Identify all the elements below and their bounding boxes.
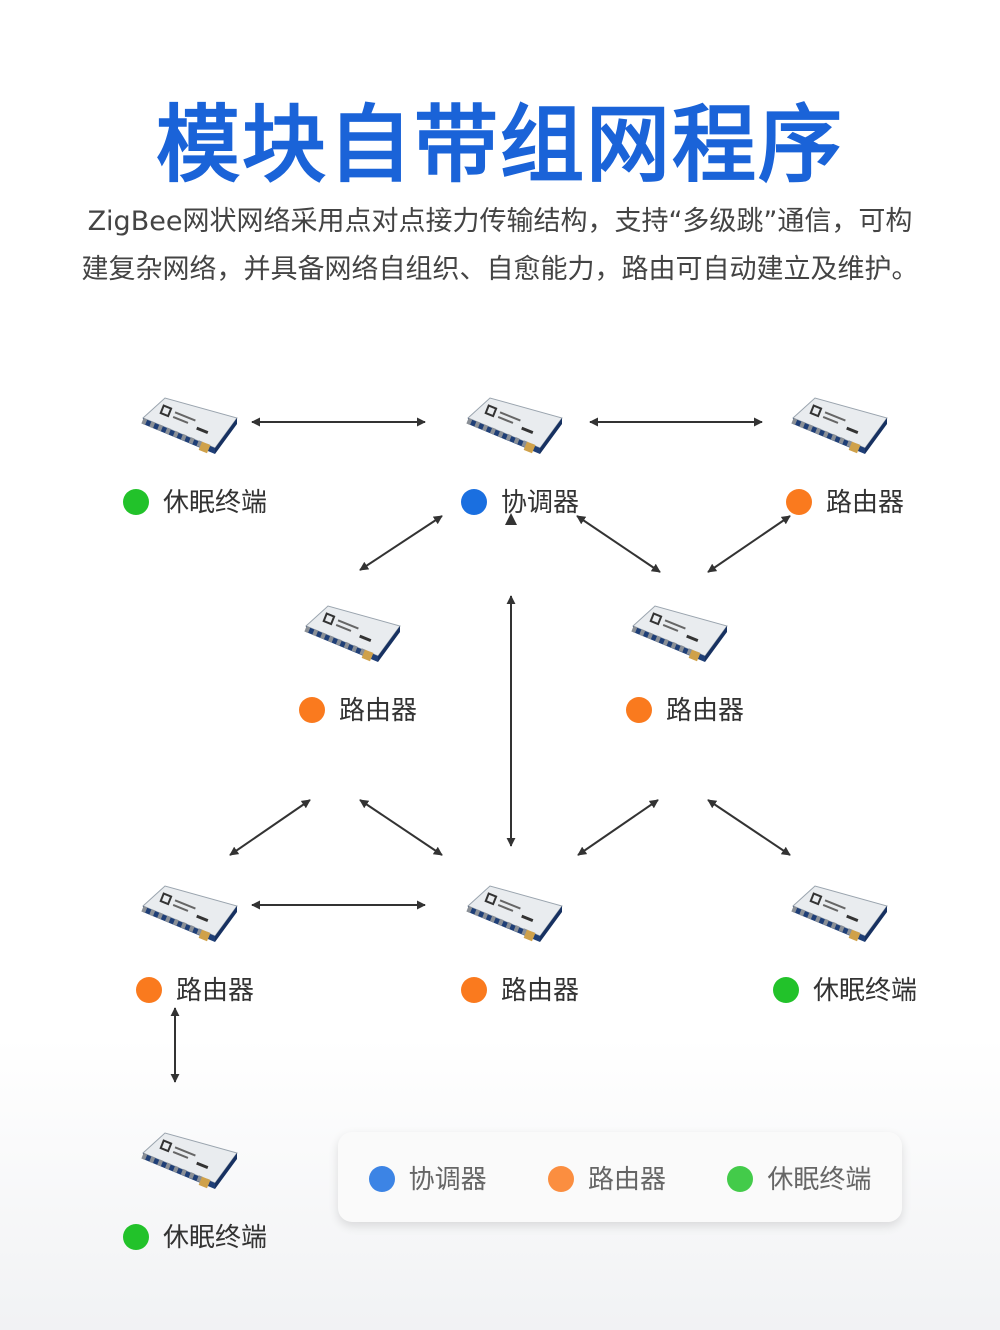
node-label: 路由器: [95, 970, 295, 1007]
router-dot-icon: [547, 1165, 574, 1192]
node-sleep-end: 休眠终端: [95, 390, 295, 530]
link-arrow-n2-n5: [576, 515, 661, 573]
node-label: 路由器: [420, 970, 620, 1007]
zigbee-module-icon: [135, 878, 245, 953]
node-label-text: 协调器: [500, 488, 579, 518]
router-dot-icon: [785, 489, 812, 515]
node-label: 路由器: [745, 482, 945, 519]
zigbee-module-icon: [298, 598, 408, 673]
node-router: 路由器: [585, 598, 785, 738]
legend: 协调器 路由器 休眠终端: [338, 1132, 902, 1222]
sleep-end-dot-icon: [122, 1224, 149, 1250]
node-router: 路由器: [258, 598, 458, 738]
description: ZigBee网状网络采用点对点接力传输结构，支持“多级跳”通信，可构 建复杂网络…: [40, 198, 960, 294]
node-label: 协调器: [420, 482, 620, 519]
node-label-text: 休眠终端: [162, 488, 267, 518]
zigbee-module-icon: [460, 390, 570, 465]
router-dot-icon: [460, 977, 487, 1003]
description-line-1: ZigBee网状网络采用点对点接力传输结构，支持“多级跳”通信，可构: [87, 206, 913, 237]
node-sleep-end: 休眠终端: [745, 878, 945, 1018]
legend-label: 休眠终端: [767, 1164, 872, 1195]
node-label-text: 路由器: [665, 696, 744, 726]
zigbee-module-icon: [785, 878, 895, 953]
node-label-text: 休眠终端: [812, 976, 917, 1006]
zigbee-module-icon: [135, 390, 245, 465]
link-arrow-n2-n4: [359, 515, 443, 571]
node-sleep-end: 休眠终端: [95, 1125, 295, 1265]
description-line-2: 建复杂网络，并具备网络自组织、自愈能力，路由可自动建立及维护。: [81, 254, 919, 285]
link-arrow-n5-n8: [707, 799, 791, 856]
legend-item-sleep-end: 休眠终端: [727, 1159, 871, 1196]
link-arrow-n4-n7: [359, 799, 443, 856]
node-router: 路由器: [745, 390, 945, 530]
sleep-end-dot-icon: [772, 977, 799, 1003]
node-coordinator: 协调器: [420, 390, 620, 530]
node-label-text: 休眠终端: [162, 1223, 267, 1253]
zigbee-module-icon: [135, 1125, 245, 1200]
router-dot-icon: [135, 977, 162, 1003]
node-label: 休眠终端: [95, 482, 295, 519]
node-router: 路由器: [420, 878, 620, 1018]
node-label: 休眠终端: [95, 1217, 295, 1254]
link-arrow-n3-n5: [707, 515, 791, 573]
node-label-text: 路由器: [338, 696, 417, 726]
arrowhead-icon: [505, 513, 517, 525]
legend-item-coordinator: 协调器: [368, 1159, 487, 1196]
node-label: 休眠终端: [745, 970, 945, 1007]
sleep-end-dot-icon: [122, 489, 149, 515]
link-arrow-n5-n7: [577, 799, 659, 856]
legend-label: 路由器: [587, 1164, 666, 1195]
link-arrow-n4-n6: [229, 799, 311, 856]
legend-item-router: 路由器: [547, 1159, 666, 1196]
node-label-text: 路由器: [500, 976, 579, 1006]
legend-label: 协调器: [408, 1164, 487, 1195]
node-router: 路由器: [95, 878, 295, 1018]
page-title: 模块自带组网程序: [155, 96, 844, 194]
node-label-text: 路由器: [175, 976, 254, 1006]
router-dot-icon: [298, 697, 325, 723]
coordinator-dot-icon: [460, 489, 487, 515]
coordinator-dot-icon: [368, 1165, 395, 1192]
zigbee-module-icon: [625, 598, 735, 673]
node-label: 路由器: [585, 690, 785, 727]
node-label: 路由器: [258, 690, 458, 727]
router-dot-icon: [625, 697, 652, 723]
zigbee-module-icon: [460, 878, 570, 953]
zigbee-module-icon: [785, 390, 895, 465]
node-label-text: 路由器: [825, 488, 904, 518]
sleep-end-dot-icon: [727, 1165, 754, 1192]
